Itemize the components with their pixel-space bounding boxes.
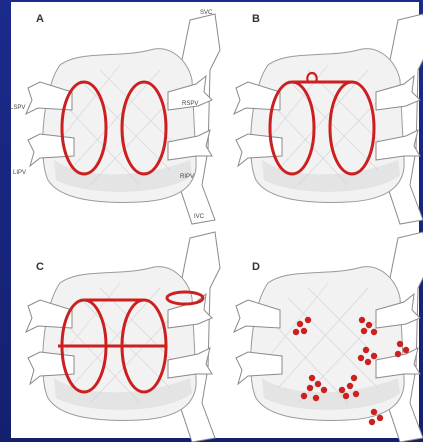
- label-svc: SVC: [200, 10, 213, 16]
- panel-letter-c: C: [36, 261, 44, 273]
- panel-letter-d: D: [252, 261, 260, 273]
- label-ivc: IVC: [194, 214, 205, 220]
- panel-letter-b: B: [252, 13, 260, 25]
- panel-letter-a: A: [36, 13, 44, 25]
- label-ripv: RIPV: [180, 174, 194, 180]
- panel-a: [26, 14, 220, 224]
- label-lipv: LIPV: [13, 170, 26, 176]
- label-rspv: RSPV: [182, 101, 198, 107]
- label-lspv: LSPV: [10, 105, 25, 111]
- panel-c: [26, 232, 220, 442]
- panel-d: [234, 232, 423, 442]
- panel-b: [234, 14, 423, 224]
